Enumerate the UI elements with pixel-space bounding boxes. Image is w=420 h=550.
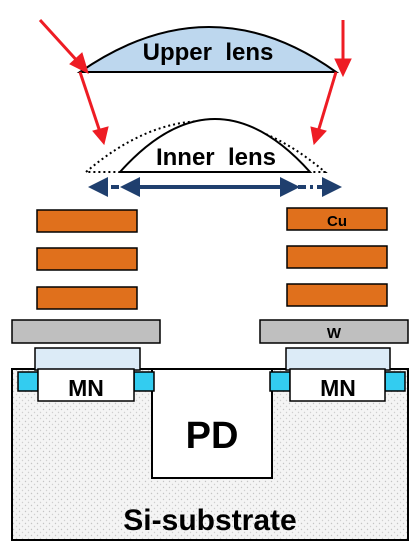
mn-right-label: MN — [320, 375, 356, 401]
copper-label: Cu — [327, 213, 347, 230]
copper-layer-left-3 — [36, 286, 138, 310]
copper-layer-right-3 — [286, 283, 388, 307]
mn-block-left — [37, 368, 135, 402]
photodiode-label: PD — [186, 415, 239, 457]
mn-top-left — [34, 347, 141, 371]
copper-layer-left-1 — [36, 209, 138, 233]
tungsten-label: W — [327, 325, 342, 342]
photodiode-region — [151, 368, 273, 479]
cyan-spacer-right-inner — [269, 371, 291, 392]
red-light-arrows — [38, 18, 352, 146]
mn-left-label: MN — [68, 375, 104, 401]
cyan-spacer-right-outer — [384, 371, 406, 392]
copper-layer-right-2 — [286, 245, 388, 269]
tungsten-layer-right — [259, 319, 409, 344]
mn-block-right — [289, 368, 386, 402]
copper-layer-left-2 — [36, 247, 138, 271]
upper-lens — [76, 26, 340, 73]
cyan-spacer-left-inner — [133, 371, 155, 392]
upper-lens-label: Upper lens — [143, 39, 274, 66]
dotted-lens-outline — [83, 120, 328, 173]
substrate-label: Si-substrate — [123, 504, 296, 537]
copper-layer-right-1 — [286, 207, 388, 231]
cyan-spacer-left-outer — [17, 371, 39, 392]
tungsten-layer-left — [11, 319, 161, 344]
inner-lens — [117, 118, 313, 173]
inner-lens-label: Inner lens — [156, 144, 276, 171]
mn-top-right — [285, 347, 391, 371]
